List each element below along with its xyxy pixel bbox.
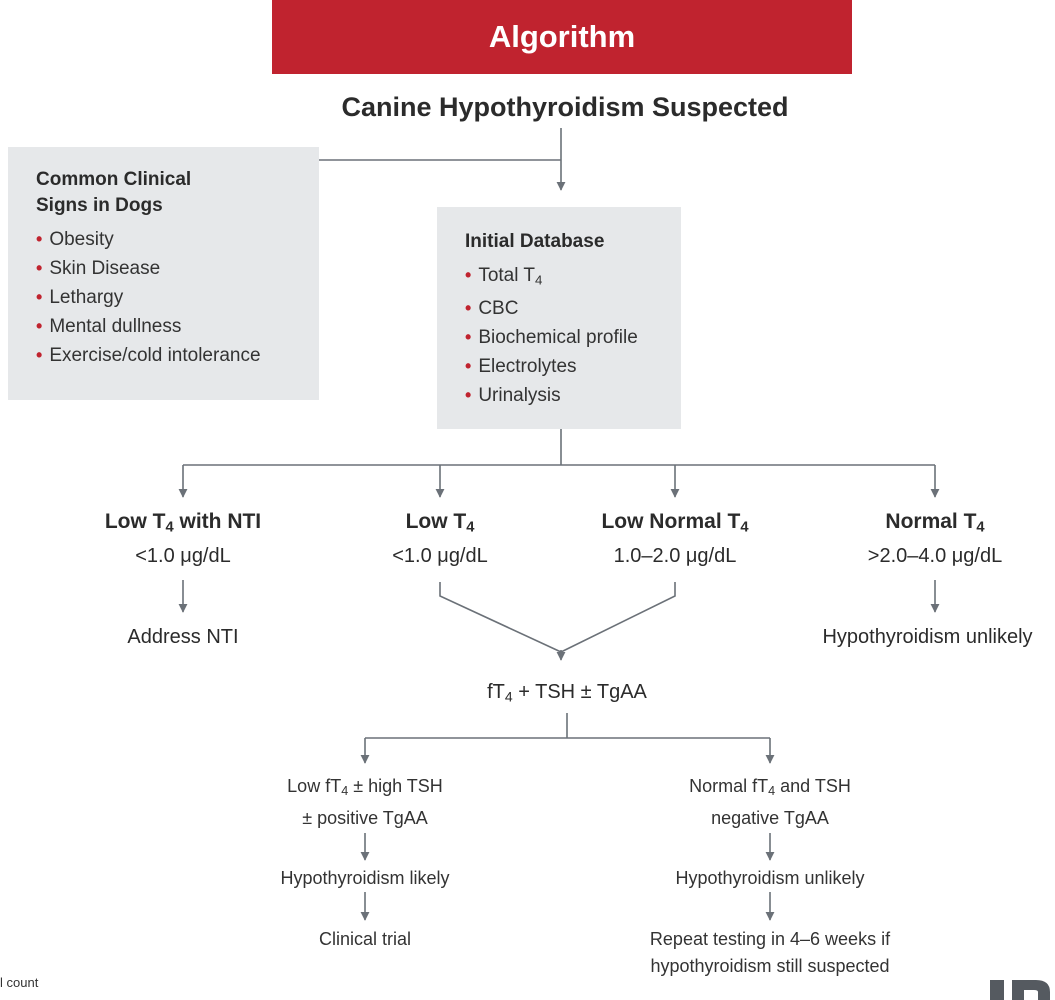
initial-database-title: Initial Database: [465, 231, 605, 252]
page-title: Canine Hypothyroidism Suspected: [341, 92, 789, 122]
database-item-text: Electrolytes: [478, 356, 577, 378]
right-branch-finding: Normal fT4 and TSH negative TgAA: [620, 773, 920, 832]
bullet-dot-icon: •: [465, 327, 472, 348]
database-item-text: Biochemical profile: [478, 327, 638, 349]
left-branch-action: Clinical trial: [318, 929, 412, 949]
column-normal-t4: Normal T4 >2.0–4.0 μg/dL: [825, 508, 1045, 570]
cropped-logo-icon: [990, 980, 1050, 1000]
column-low-t4: Low T4 <1.0 μg/dL: [340, 508, 540, 570]
clinical-sign-text: Mental dullness: [49, 316, 182, 337]
column-value: 1.0–2.0 μg/dL: [613, 544, 737, 567]
clinical-signs-title-line2: Signs in Dogs: [36, 195, 163, 216]
list-item: • Obesity: [36, 225, 261, 254]
bullet-dot-icon: •: [465, 385, 472, 406]
right-branch-action-line2: hypothyroidism still suspected: [650, 956, 890, 976]
list-item: • Exercise/cold intolerance: [36, 341, 261, 370]
bullet-dot-icon: •: [465, 298, 472, 319]
right-branch-line2: negative TgAA: [711, 808, 829, 829]
right-branch-action: Repeat testing in 4–6 weeks if hypothyro…: [605, 926, 935, 980]
left-branch-line1: Low fT4 ± high TSH: [287, 776, 443, 799]
right-branch-result: Hypothyroidism unlikely: [675, 868, 865, 888]
database-item-text: Urinalysis: [478, 385, 561, 407]
clinical-signs-box: Common Clinical Signs in Dogs • Obesity •…: [8, 147, 319, 400]
column-value: >2.0–4.0 μg/dL: [867, 544, 1003, 567]
cropped-text-fragment: l count: [0, 975, 39, 990]
bullet-dot-icon: •: [36, 229, 43, 249]
followup-test: fT4 + TSH ± TgAA: [487, 681, 647, 705]
column-value: <1.0 μg/dL: [135, 544, 231, 567]
bullet-dot-icon: •: [36, 258, 43, 278]
bullet-dot-icon: •: [465, 356, 472, 377]
left-branch-finding: Low fT4 ± high TSH ± positive TgAA: [235, 773, 495, 832]
list-item: • Electrolytes: [465, 352, 638, 381]
column-low-normal-t4: Low Normal T4 1.0–2.0 μg/dL: [565, 508, 785, 570]
column-value: <1.0 μg/dL: [392, 544, 488, 567]
column-heading: Low T4 with NTI: [104, 510, 262, 536]
list-item: • Mental dullness: [36, 312, 261, 341]
column-heading: Low T4: [405, 510, 475, 536]
right-branch-action-line1: Repeat testing in 4–6 weeks if: [649, 929, 891, 949]
clinical-sign-text: Lethargy: [49, 287, 124, 308]
bullet-dot-icon: •: [36, 316, 43, 336]
left-branch-result: Hypothyroidism likely: [280, 868, 450, 888]
initial-database-list: • Total T4 • CBC • Biochemical profile • Ele…: [465, 261, 638, 410]
bullet-dot-icon: •: [465, 265, 472, 285]
database-item-text: Total T: [478, 265, 535, 286]
initial-database-box: Initial Database • Total T4 • CBC • Biochem…: [437, 207, 681, 429]
clinical-signs-title-line1: Common Clinical: [36, 169, 192, 190]
bullet-dot-icon: •: [36, 345, 43, 365]
column-heading: Low Normal T4: [601, 510, 749, 536]
clinical-signs-list: • Obesity • Skin Disease • Lethargy • Mental…: [36, 225, 261, 370]
clinical-sign-text: Obesity: [49, 229, 114, 250]
address-nti-result: Address NTI: [127, 626, 239, 648]
connector-lownormal-converge: [560, 582, 676, 653]
column-low-t4-nti: Low T4 with NTI <1.0 μg/dL: [73, 508, 293, 570]
algorithm-banner: Algorithm: [272, 0, 852, 74]
list-item: • Biochemical profile: [465, 323, 638, 352]
bullet-dot-icon: •: [36, 287, 43, 307]
connector-low-converge: [439, 582, 562, 653]
database-item-subscript: 4: [535, 272, 543, 288]
list-item: • Total T4: [465, 261, 638, 294]
clinical-sign-text: Skin Disease: [49, 258, 161, 279]
list-item: • CBC: [465, 294, 638, 323]
clinical-sign-text: Exercise/cold intolerance: [49, 345, 261, 366]
list-item: • Lethargy: [36, 283, 261, 312]
left-branch-line2: ± positive TgAA: [302, 808, 428, 829]
banner-label: Algorithm: [488, 19, 636, 54]
database-item-text: CBC: [478, 298, 519, 320]
list-item: • Skin Disease: [36, 254, 261, 283]
right-branch-line1: Normal fT4 and TSH: [689, 776, 851, 799]
column-heading: Normal T4: [885, 510, 985, 536]
list-item: • Urinalysis: [465, 381, 638, 410]
normal-result: Hypothyroidism unlikely: [822, 626, 1033, 648]
